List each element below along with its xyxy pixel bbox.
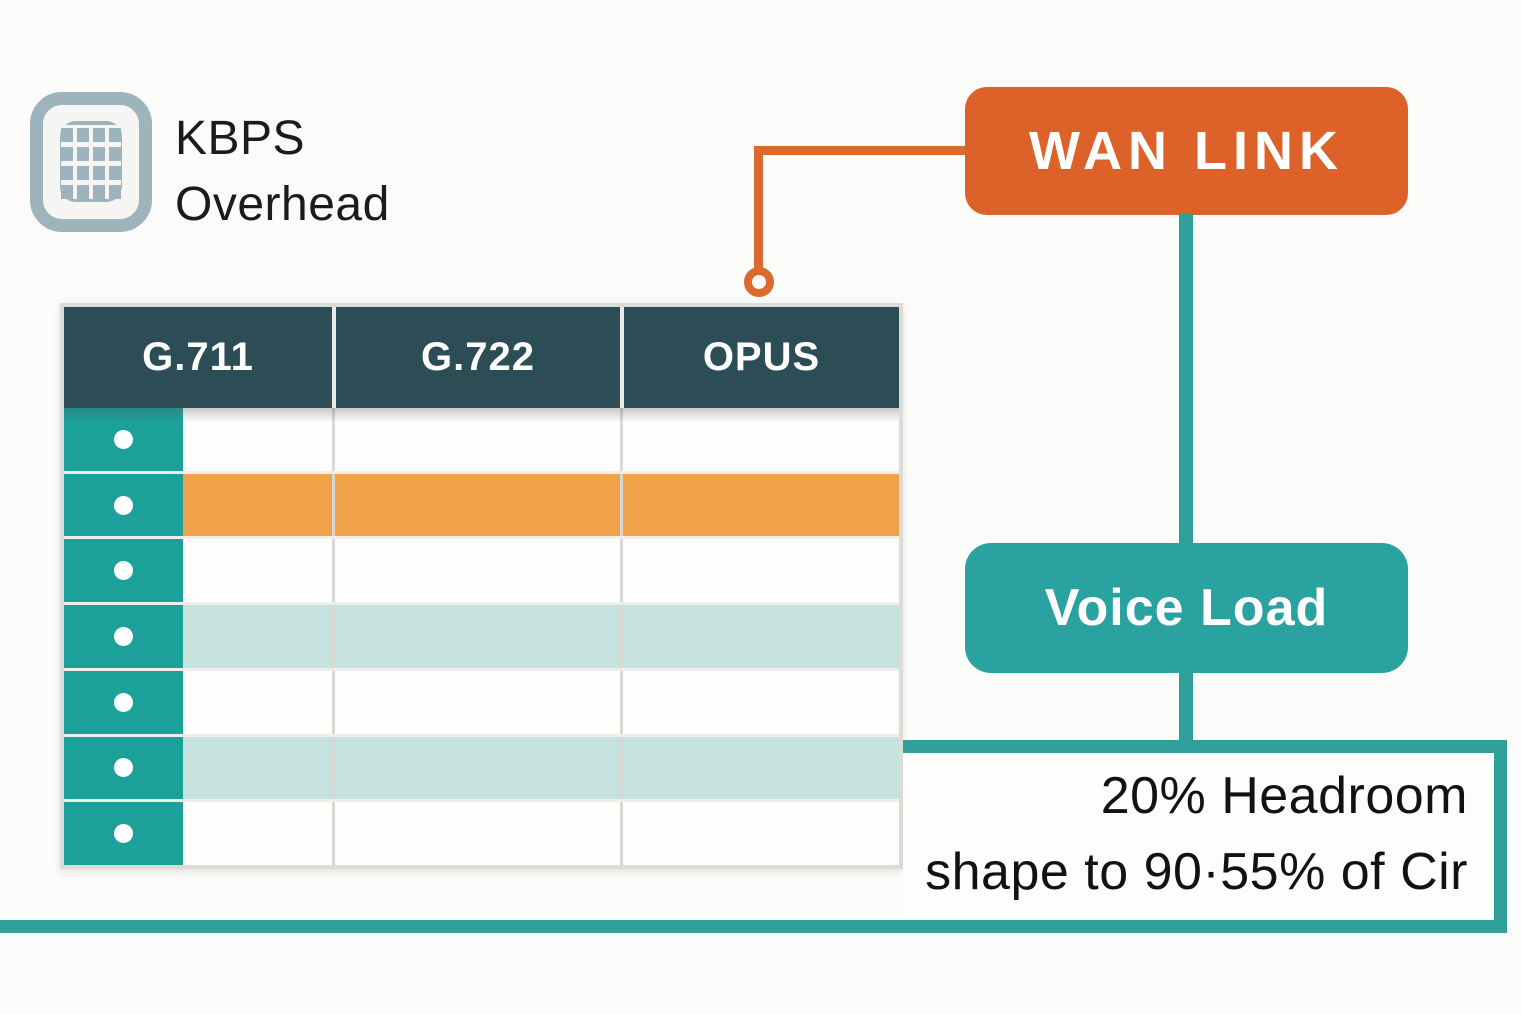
cell-g711 [183, 605, 332, 668]
kbps-line: KBPS [175, 112, 306, 165]
wan-link-node: WAN LINK [965, 87, 1408, 215]
cell-g722 [332, 605, 620, 668]
cell-g711 [183, 539, 332, 603]
cell-g722 [332, 408, 620, 471]
cell-opus [620, 670, 899, 734]
headroom-line1: 20% Headroom [1100, 767, 1468, 825]
cell-g722 [332, 736, 620, 800]
cell-opus [620, 473, 899, 537]
headroom-callout-top-border [903, 740, 1507, 753]
cell-g711 [183, 736, 332, 800]
cell-opus [620, 605, 899, 668]
table-row [64, 667, 899, 734]
voice-load-label: Voice Load [1044, 579, 1329, 637]
row-bullet-cell [64, 802, 183, 866]
codec-table: G.711 G.722 OPUS [60, 303, 903, 869]
header-opus: OPUS [620, 307, 899, 408]
cell-opus [620, 408, 899, 471]
cell-g711 [183, 473, 332, 537]
overhead-line: Overhead [175, 178, 390, 231]
headroom-callout-bottom-border [0, 920, 1507, 933]
bullet-dot-icon [114, 561, 133, 581]
bullet-dot-icon [114, 429, 133, 449]
table-row [64, 408, 899, 471]
headroom-callout-text: 20% Headroom shape to 90·55% of Cir [900, 758, 1468, 910]
headroom-line2: shape to 90·55% of Cir [925, 843, 1468, 901]
row-bullet-cell [64, 539, 183, 603]
row-bullet-cell [64, 670, 183, 734]
bullet-dot-icon [114, 495, 133, 515]
bullet-dot-icon [114, 824, 133, 844]
bullet-dot-icon [114, 758, 133, 778]
voice-load-node: Voice Load [965, 543, 1408, 673]
keypad-grid-icon [61, 124, 121, 199]
headroom-callout-fill [903, 750, 1495, 922]
row-bullet-cell [64, 605, 183, 668]
codec-table-body [64, 408, 899, 866]
table-row [64, 733, 899, 800]
table-row [64, 602, 899, 668]
wan-connector-horizontal-line [758, 146, 967, 155]
codec-table-header: G.711 G.722 OPUS [64, 307, 899, 408]
wan-connector-ring [744, 267, 774, 297]
phone-screen-frame [60, 121, 122, 202]
bullet-dot-icon [114, 627, 133, 647]
cell-g711 [183, 802, 332, 866]
cell-g722 [332, 539, 620, 603]
header-g711: G.711 [142, 335, 254, 379]
cell-opus [620, 539, 899, 603]
bullet-dot-icon [114, 692, 133, 712]
row-bullet-cell [64, 473, 183, 537]
row-bullet-cell [64, 408, 183, 471]
kbps-overhead-label: KBPS Overhead [175, 106, 390, 238]
cell-g711 [183, 408, 332, 471]
headroom-callout-right-border [1494, 740, 1507, 933]
cell-g722 [332, 670, 620, 734]
cell-g711 [183, 670, 332, 734]
cell-g722 [332, 473, 620, 537]
table-row [64, 470, 899, 537]
keypad-phone-icon [30, 92, 152, 391]
phone-outer-frame [30, 92, 152, 232]
cell-g722 [332, 802, 620, 866]
cell-opus [620, 736, 899, 800]
table-row [64, 799, 899, 866]
row-bullet-cell [64, 736, 183, 800]
wan-to-voice-line [1179, 214, 1193, 545]
table-row [64, 536, 899, 603]
cell-opus [620, 802, 899, 866]
wan-connector-vertical-line [754, 146, 763, 269]
wan-link-label: WAN LINK [1029, 121, 1344, 181]
header-g722: G.722 [332, 307, 620, 408]
voice-to-callout-line [1179, 671, 1193, 743]
